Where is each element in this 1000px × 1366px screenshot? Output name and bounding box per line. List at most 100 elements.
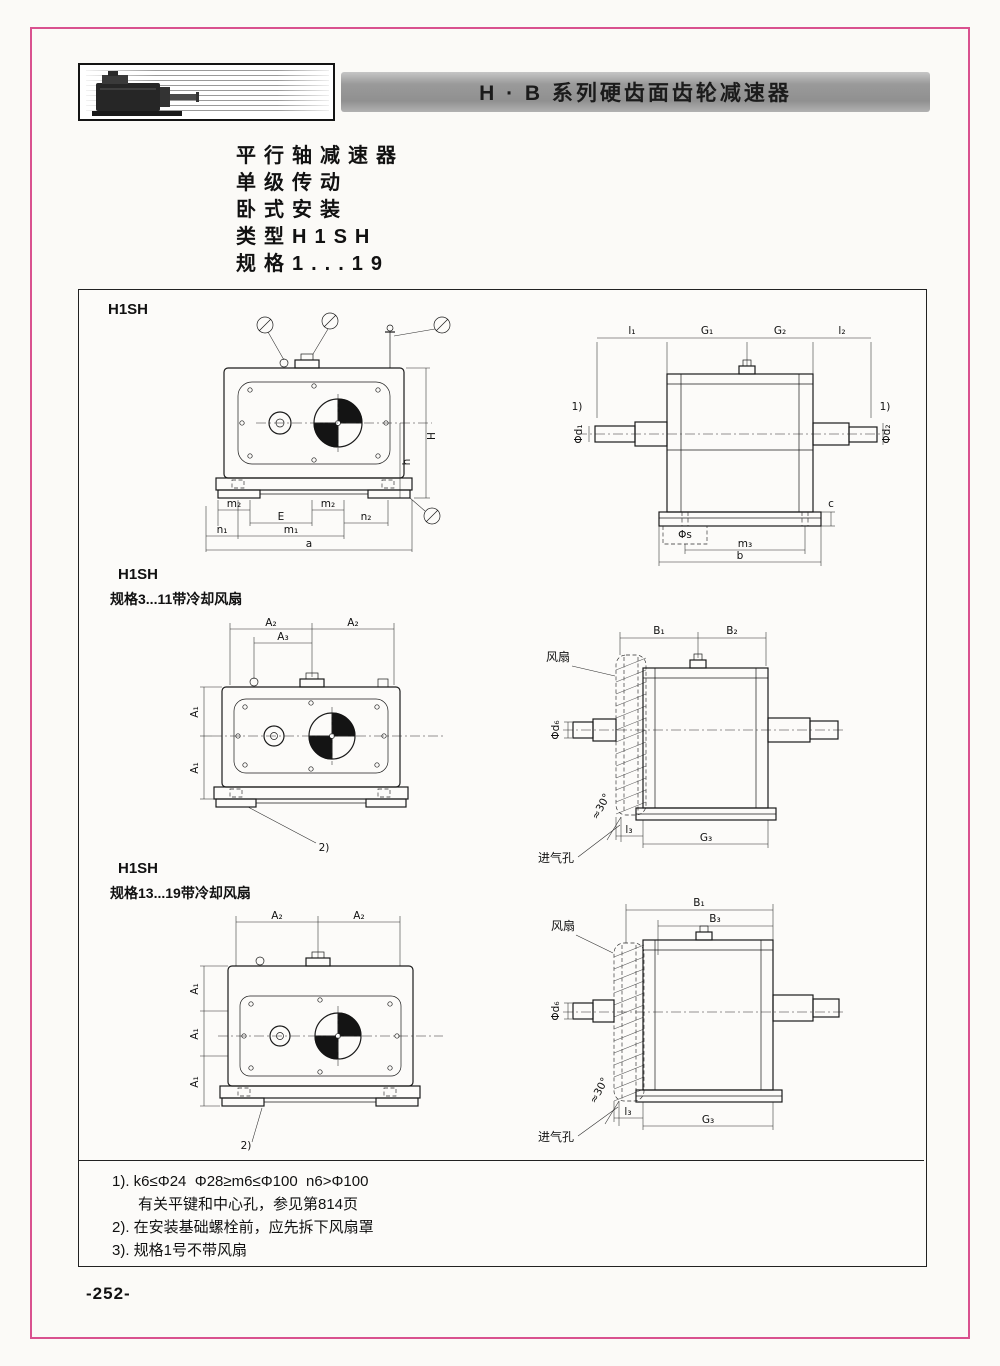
section1-title: H1SH	[108, 301, 149, 318]
air-inlet-label: 进气孔	[538, 850, 574, 865]
dim-label-A2a: A₂	[265, 617, 276, 629]
output-shaft-3	[772, 994, 840, 1022]
intro-block: 平行轴减速器 单级传动 卧式安装 类型H1SH 规格1...19	[236, 143, 404, 278]
base-front-3	[219, 1085, 421, 1107]
dim-label-b: b	[737, 550, 744, 562]
foot-callout-2: 2)	[247, 806, 330, 854]
section2-side-view-fan-drawing: B₁ B₂ 风扇	[538, 625, 846, 865]
dim-label-A1a: A₁	[189, 706, 201, 717]
dim-label-s: Φs	[678, 529, 692, 541]
fan-leader	[575, 934, 614, 954]
intro-line-5: 规格1...19	[236, 253, 391, 275]
section2-front-view-drawing: A₂ A₂ A₃	[189, 617, 446, 854]
top-dimensions-1: l₁ G₁ G₂ l₂	[596, 325, 872, 418]
dim-label-m1: m₁	[284, 524, 298, 536]
angle-dimension-2: ≈30°	[590, 792, 622, 842]
dim-label-A2b: A₂	[347, 617, 358, 629]
dim-label-angle: ≈30°	[588, 1076, 611, 1106]
base-side-2	[635, 807, 777, 821]
dim-label-l2: l₂	[838, 325, 845, 337]
dim-label-l3: l₃	[625, 824, 632, 836]
footnote-ref-2: 2)	[319, 842, 330, 854]
intro-line-3: 卧式安装	[236, 199, 348, 221]
dim-label-c: c	[828, 498, 834, 510]
dim-label-B1: B₁	[653, 625, 664, 637]
page-title: H · B 系列硬齿面齿轮减速器	[479, 82, 792, 105]
housing-side-3	[642, 925, 774, 1091]
dim-label-A1b: A₁	[189, 762, 201, 773]
air-inlet-leader	[577, 824, 621, 858]
input-shaft: Φd₁ 1)	[572, 401, 668, 447]
dim-label-m2a: m₂	[227, 498, 241, 510]
bottom-dimensions-1: Φs m₃ b c	[658, 498, 835, 566]
section1-side-view-drawing: l₁ G₁ G₂ l₂ Φd₁ 1) Φd₂ 1)	[572, 325, 893, 566]
section3-side-view-fan-drawing: B₁ B₃ 风扇	[538, 897, 846, 1144]
footnote-ref-1b: 1)	[880, 401, 891, 413]
fan-leader	[571, 665, 616, 677]
intro-line-4: 类型H1SH	[236, 226, 378, 248]
dim-label-H: H	[426, 432, 438, 440]
dipstick	[385, 324, 395, 368]
dim-label-B3: B₃	[709, 913, 720, 925]
section3-subtitle: 规格13...19带冷却风扇	[110, 885, 251, 901]
footnote-1: 1). k6≤Φ24 Φ28≥m6≤Φ100 n6>Φ100	[112, 1173, 369, 1190]
footnote-ref-2: 2)	[241, 1140, 252, 1152]
gearbox-photo-icon	[92, 71, 199, 116]
dim-label-A1b: A₁	[189, 1028, 201, 1039]
dim-label-G3: G₃	[702, 1114, 714, 1126]
fan-label: 风扇	[551, 918, 575, 933]
section2-subtitle: 规格3...11带冷却风扇	[110, 591, 243, 607]
dim-label-B2: B₂	[726, 625, 737, 637]
section3-title: H1SH	[118, 860, 159, 877]
housing-front-3	[218, 951, 443, 1087]
bottom-dimensions-2r: l₃ G₃	[615, 817, 769, 848]
housing-front	[223, 353, 432, 479]
left-dimensions-3: A₁ A₁ A₁	[189, 965, 228, 1107]
top-dimensions-3r: B₁ B₃	[625, 897, 774, 955]
dim-label-G3: G₃	[700, 832, 712, 844]
air-inlet-label: 进气孔	[538, 1129, 574, 1144]
input-shaft-fan: Φd₆	[550, 718, 617, 742]
page-number: -252-	[86, 1284, 131, 1303]
foot-callout-3: 2)	[241, 1107, 263, 1152]
base-side-3	[635, 1089, 783, 1103]
footnote-1-continued: 有关平键和中心孔，参见第814页	[138, 1196, 359, 1213]
section3-front-view-drawing: A₂ A₂	[189, 910, 443, 1152]
dimensions-front-1: H h m₂ m₂ E n₂ n₁ m₁ a	[205, 367, 438, 552]
dim-label-n2: n₂	[361, 511, 372, 523]
dim-label-angle: ≈30°	[590, 792, 613, 822]
top-dimensions-2: A₂ A₂ A₃	[229, 617, 395, 685]
dim-label-h: h	[401, 459, 413, 466]
bottom-dimensions-3r: l₃ G₃	[613, 1101, 774, 1130]
header-title-band: H · B 系列硬齿面齿轮减速器	[341, 72, 930, 112]
dim-label-A1a: A₁	[189, 983, 201, 994]
dim-label-A3: A₃	[277, 631, 288, 643]
output-shaft: Φd₂ 1)	[812, 401, 893, 446]
intro-line-1: 平行轴减速器	[236, 145, 404, 167]
intro-line-2: 单级传动	[236, 172, 348, 194]
dim-label-A1c: A₁	[189, 1076, 201, 1087]
fan-shroud-3	[613, 942, 645, 1102]
footnotes-divider	[79, 1160, 924, 1161]
section2-title: H1SH	[118, 566, 159, 583]
air-inlet-leader	[577, 1106, 619, 1137]
fan-shroud	[615, 654, 647, 816]
footnote-3: 3). 规格1号不带风扇	[112, 1242, 248, 1259]
dim-label-m2b: m₂	[321, 498, 335, 510]
fan-label: 风扇	[546, 649, 570, 664]
dim-label-d6: Φd₆	[550, 720, 562, 739]
base-front	[215, 477, 413, 499]
dim-label-A2b: A₂	[353, 910, 364, 922]
section1-front-view-drawing: H h m₂ m₂ E n₂ n₁ m₁ a	[205, 312, 451, 552]
base-front-2	[213, 786, 409, 808]
footnote-ref-1a: 1)	[572, 401, 583, 413]
header: H · B 系列硬齿面齿轮减速器	[78, 63, 930, 121]
housing-side-2	[642, 653, 769, 809]
input-shaft-fan-3: Φd₆	[550, 999, 615, 1023]
dim-label-E: E	[278, 511, 285, 523]
drawings-panel	[78, 289, 927, 1267]
footnotes: 1). k6≤Φ24 Φ28≥m6≤Φ100 n6>Φ100 有关平键和中心孔，…	[112, 1170, 672, 1262]
left-dimensions-2: A₁ A₁	[189, 686, 222, 800]
dim-label-l3: l₃	[624, 1106, 631, 1118]
